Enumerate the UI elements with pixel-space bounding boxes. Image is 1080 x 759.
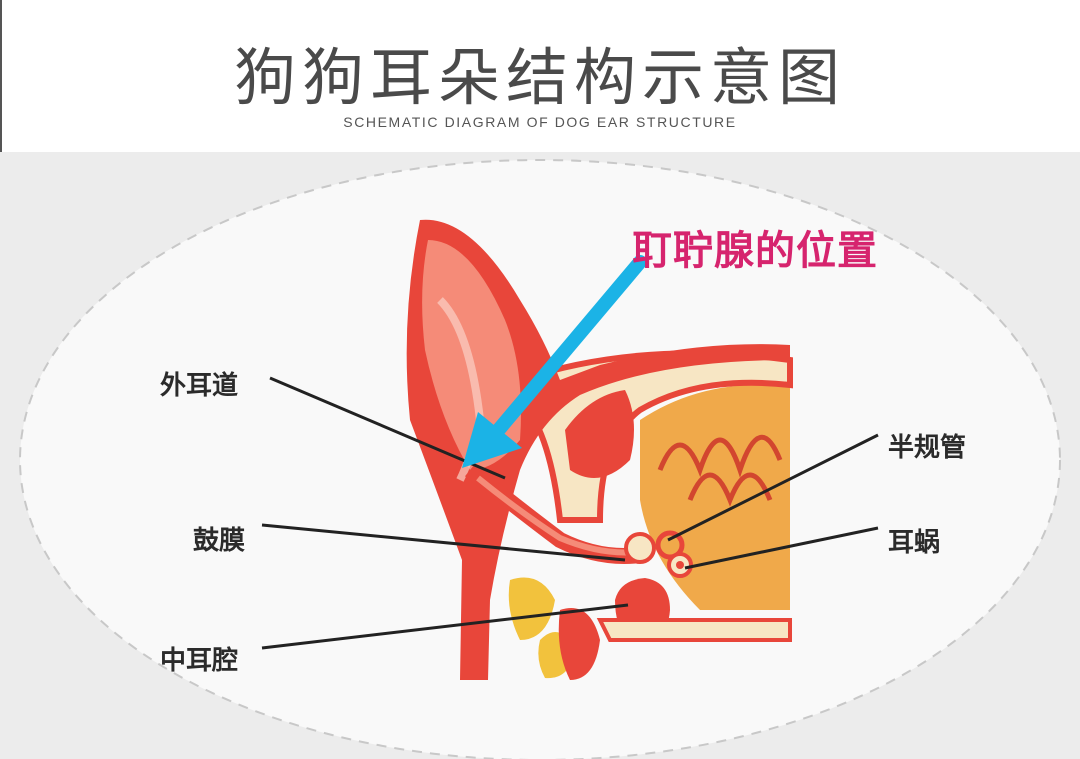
label-middle-ear: 中耳腔: [160, 646, 239, 676]
page-subtitle: SCHEMATIC DIAGRAM OF DOG EAR STRUCTURE: [343, 114, 737, 130]
label-eardrum: 鼓膜: [193, 526, 246, 556]
page-title: 狗狗耳朵结构示意图: [233, 41, 846, 114]
lower-tissue-red: [558, 608, 600, 680]
leader-middle-ear: [261, 603, 629, 650]
label-cochlea: 耳蜗: [888, 528, 941, 558]
cochlea-spiral-inner: [676, 561, 684, 569]
label-ear-canal: 外耳道: [160, 371, 239, 401]
callout-arrow-shaft: [483, 255, 647, 447]
ossicle-1: [624, 532, 656, 564]
leader-cochlea: [684, 526, 879, 570]
lower-fat-1: [508, 577, 555, 640]
left-edge-line: [0, 0, 2, 152]
brain-folds: [657, 435, 783, 507]
callout-ceruminous-gland: 耵聍腺的位置: [632, 228, 878, 274]
lower-bone: [596, 618, 792, 642]
dashed-oval: [19, 159, 1061, 759]
canal-lumen: [476, 475, 637, 556]
leader-eardrum: [261, 523, 626, 562]
header-band: [0, 0, 1080, 152]
callout-arrow-head: [462, 412, 522, 468]
leader-semicircular: [667, 433, 879, 542]
inner-tissue: [565, 390, 634, 478]
label-semicircular: 半规管: [888, 433, 967, 463]
